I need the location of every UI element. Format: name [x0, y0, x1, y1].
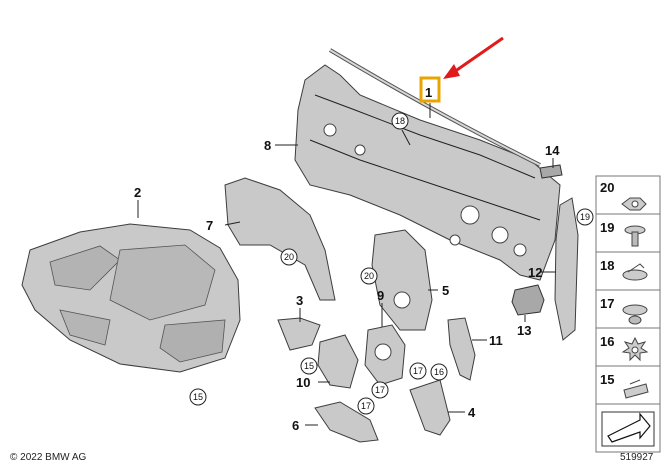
svg-text:19: 19	[580, 212, 590, 222]
copyright-text: © 2022 BMW AG	[10, 452, 87, 463]
part-1-seal-strip[interactable]	[328, 48, 541, 167]
push-rivet-icon	[624, 225, 646, 247]
side-item-17-number: 17	[600, 296, 614, 311]
side-item-20-number: 20	[600, 180, 614, 195]
leader-lines	[137, 103, 556, 426]
circled-15b: 15	[300, 357, 318, 375]
svg-text:17: 17	[361, 401, 371, 411]
callout-2: 2	[134, 185, 141, 200]
callout-14: 14	[545, 143, 560, 158]
part-13-block[interactable]	[511, 284, 545, 316]
part-8-bulkhead[interactable]	[294, 64, 561, 281]
part-5-insulation-center[interactable]	[371, 229, 433, 331]
callout-10: 10	[296, 375, 310, 390]
side-legend-panel: 20 19 18 17 16 15	[595, 175, 661, 453]
circled-15a: 15	[189, 388, 207, 406]
callout-3: 3	[296, 293, 303, 308]
callout-11: 11	[489, 333, 503, 348]
callout-4: 4	[468, 405, 476, 420]
svg-text:15: 15	[193, 392, 203, 402]
side-item-19-number: 19	[600, 220, 614, 235]
svg-text:20: 20	[364, 271, 374, 281]
callout-9: 9	[377, 288, 384, 303]
circled-20b: 20	[360, 267, 378, 285]
circled-17b: 17	[357, 397, 375, 415]
part-10-damper[interactable]	[317, 334, 359, 389]
nut-icon	[621, 197, 647, 211]
circled-16: 16	[430, 363, 448, 381]
callout-13: 13	[517, 323, 531, 338]
circled-19: 19	[576, 208, 594, 226]
svg-text:20: 20	[284, 252, 294, 262]
circled-17a: 17	[371, 381, 389, 399]
svg-text:16: 16	[434, 367, 444, 377]
part-2-insulation-mat[interactable]	[21, 223, 241, 373]
diagram-id: 519927	[620, 452, 654, 463]
part-12-side-panel[interactable]	[554, 197, 579, 341]
part-6-strip[interactable]	[314, 401, 379, 443]
arrow-icon	[601, 411, 655, 447]
part-3-pad[interactable]	[277, 317, 321, 351]
callout-12: 12	[528, 265, 542, 280]
circled-18: 18	[391, 112, 409, 130]
side-item-16-number: 16	[600, 334, 614, 349]
red-arrow-icon	[443, 36, 504, 79]
part-9-damper[interactable]	[364, 324, 406, 386]
part-1-highlight-box	[419, 76, 441, 103]
clip-icon	[622, 263, 648, 281]
callout-6: 6	[292, 418, 299, 433]
clip-nut-icon	[623, 379, 649, 399]
part-7-insulation-left[interactable]	[224, 177, 336, 301]
svg-text:18: 18	[395, 116, 405, 126]
side-item-18-number: 18	[600, 258, 614, 273]
part-11-bracket[interactable]	[447, 317, 476, 381]
svg-text:17: 17	[413, 366, 423, 376]
circled-17c: 17	[409, 362, 427, 380]
callout-1: 1	[425, 85, 432, 100]
circled-20a: 20	[280, 248, 298, 266]
svg-text:15: 15	[304, 361, 314, 371]
callout-8: 8	[264, 138, 271, 153]
side-item-15-number: 15	[600, 372, 614, 387]
svg-text:17: 17	[375, 385, 385, 395]
part-14-bracket[interactable]	[539, 164, 563, 179]
part-4-bracket[interactable]	[409, 379, 451, 436]
star-washer-icon	[621, 336, 649, 362]
callout-7: 7	[206, 218, 213, 233]
callout-5: 5	[442, 283, 449, 298]
expanding-rivet-icon	[622, 304, 648, 325]
